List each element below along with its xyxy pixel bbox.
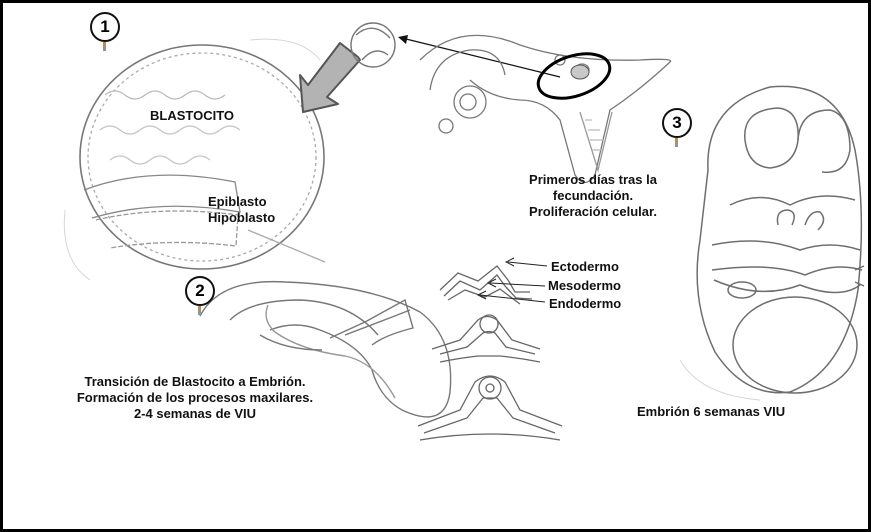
caption-transition-line-3: 2-4 semanas de VIU [55, 406, 335, 422]
caption-transition: Transición de Blastocito a Embrión. Form… [55, 374, 335, 422]
uterus-drawing [420, 35, 671, 182]
caption-first-days: Primeros días tras la fecundación. Proli… [508, 172, 678, 220]
label-mesodermo: Mesodermo [548, 278, 621, 294]
pointer-arrowhead-icon [398, 35, 408, 44]
marker-pin-1 [103, 42, 106, 51]
germ-layer-pointer-arrows [478, 258, 547, 302]
morula-sphere-drawing [351, 23, 395, 67]
caption-six-week-embryo: Embrión 6 semanas VIU [637, 404, 785, 420]
caption-first-days-line-1: Primeros días tras la [508, 172, 678, 188]
label-epiblasto: Epiblasto [208, 194, 267, 210]
blastocyst-drawing [80, 45, 325, 269]
step-marker-1: 1 [90, 12, 120, 42]
step-marker-3: 3 [662, 108, 692, 138]
label-endodermo: Endodermo [549, 296, 621, 312]
label-hipoblasto: Hipoblasto [208, 210, 275, 226]
marker-pin-3 [675, 138, 678, 147]
caption-first-days-line-2: fecundación. [508, 188, 678, 204]
caption-transition-line-1: Transición de Blastocito a Embrión. [55, 374, 335, 390]
ovum-in-tube [571, 65, 589, 79]
pointer-arrow-to-sphere [402, 38, 560, 77]
label-ectodermo: Ectodermo [551, 259, 619, 275]
marker-pin-2 [198, 306, 201, 315]
caption-first-days-line-3: Proliferación celular. [508, 204, 678, 220]
label-blastocito: BLASTOCITO [150, 108, 234, 124]
six-week-embryo-drawing [697, 86, 864, 393]
gray-arrow-icon [300, 43, 360, 112]
step-marker-2: 2 [185, 276, 215, 306]
caption-transition-line-2: Formación de los procesos maxilares. [55, 390, 335, 406]
